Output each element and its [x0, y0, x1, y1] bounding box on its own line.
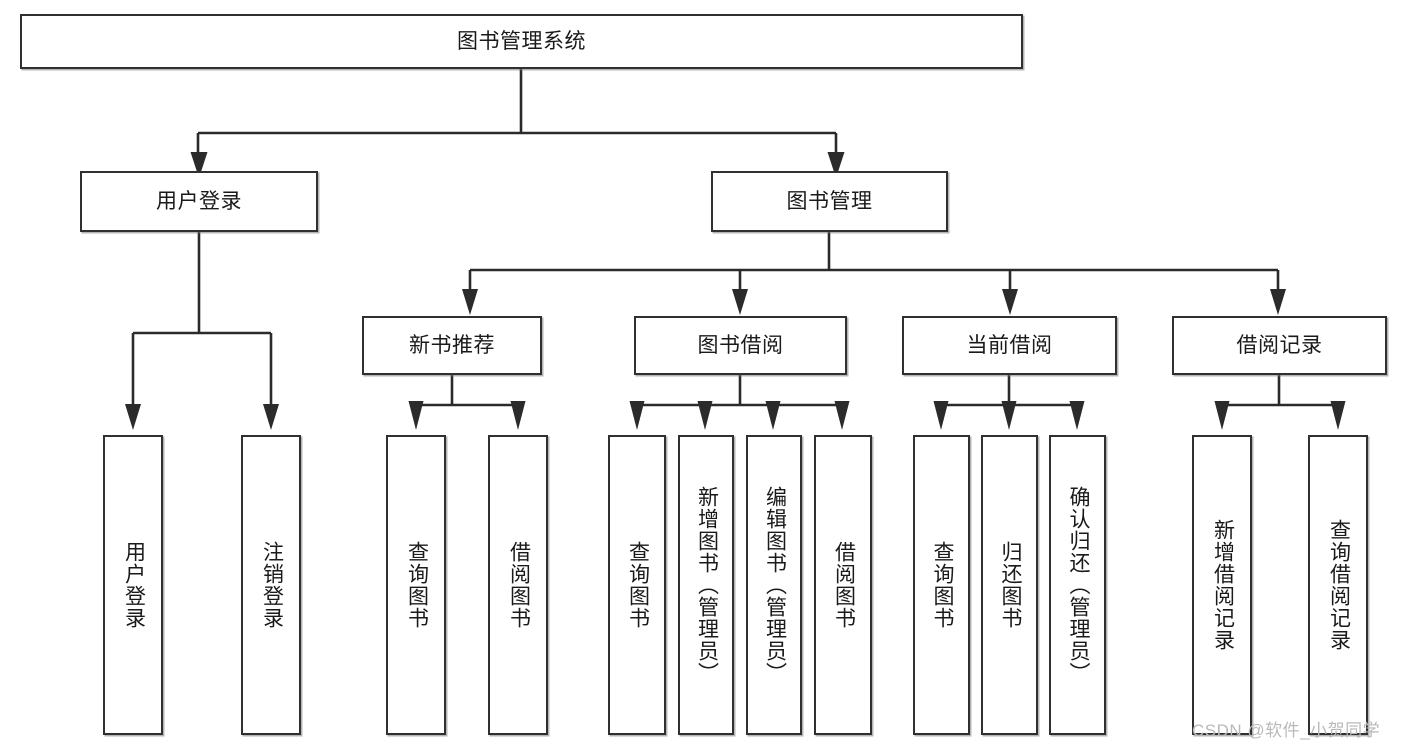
node-book-borrow-label: 图书借阅	[697, 333, 784, 357]
node-leaf-query-book-3-label: 查询图书	[930, 541, 954, 629]
node-leaf-return-book[interactable]: 归还图书	[981, 435, 1038, 735]
node-leaf-add-book[interactable]: 新增图书（管理员）	[678, 435, 734, 735]
node-leaf-edit-book-label: 编辑图书（管理员）	[763, 486, 787, 684]
node-leaf-query-book-1[interactable]: 查询图书	[386, 435, 446, 735]
node-leaf-edit-book[interactable]: 编辑图书（管理员）	[746, 435, 802, 735]
node-leaf-add-book-label: 新增图书（管理员）	[695, 486, 719, 684]
node-leaf-query-book-1-label: 查询图书	[405, 541, 429, 629]
node-root[interactable]: 图书管理系统	[20, 14, 1023, 69]
node-leaf-logout[interactable]: 注销登录	[241, 435, 301, 735]
watermark-text: CSDN @软件_小贺同学	[1192, 721, 1381, 740]
node-leaf-confirm-return-label: 确认归还（管理员）	[1066, 486, 1090, 684]
node-leaf-add-record-label: 新增借阅记录	[1211, 519, 1235, 651]
node-leaf-query-book-3[interactable]: 查询图书	[913, 435, 970, 735]
node-book-borrow[interactable]: 图书借阅	[634, 316, 847, 375]
node-user-login-label: 用户登录	[156, 189, 242, 213]
node-book-manage[interactable]: 图书管理	[711, 171, 948, 232]
node-leaf-query-record-label: 查询借阅记录	[1327, 519, 1351, 651]
node-new-book-rec-label: 新书推荐	[409, 333, 495, 357]
node-leaf-query-record[interactable]: 查询借阅记录	[1308, 435, 1368, 735]
node-leaf-user-login-label: 用户登录	[122, 541, 146, 629]
node-leaf-add-record[interactable]: 新增借阅记录	[1192, 435, 1252, 735]
node-leaf-query-book-2-label: 查询图书	[626, 541, 650, 629]
node-leaf-user-login[interactable]: 用户登录	[103, 435, 163, 735]
node-book-manage-label: 图书管理	[786, 189, 873, 213]
node-leaf-return-book-label: 归还图书	[998, 541, 1022, 629]
node-borrow-record[interactable]: 借阅记录	[1172, 316, 1387, 375]
node-user-login[interactable]: 用户登录	[80, 171, 318, 232]
node-current-borrow-label: 当前借阅	[966, 333, 1053, 357]
node-leaf-borrow-book-2[interactable]: 借阅图书	[814, 435, 872, 735]
node-leaf-query-book-2[interactable]: 查询图书	[608, 435, 666, 735]
node-leaf-borrow-book-1-label: 借阅图书	[507, 541, 531, 629]
node-leaf-borrow-book-1[interactable]: 借阅图书	[488, 435, 548, 735]
node-leaf-borrow-book-2-label: 借阅图书	[832, 541, 856, 629]
node-leaf-logout-label: 注销登录	[260, 541, 284, 629]
node-leaf-confirm-return[interactable]: 确认归还（管理员）	[1049, 435, 1106, 735]
node-root-label: 图书管理系统	[457, 29, 586, 53]
node-new-book-rec[interactable]: 新书推荐	[362, 316, 542, 375]
node-current-borrow[interactable]: 当前借阅	[902, 316, 1117, 375]
node-borrow-record-label: 借阅记录	[1236, 333, 1323, 357]
